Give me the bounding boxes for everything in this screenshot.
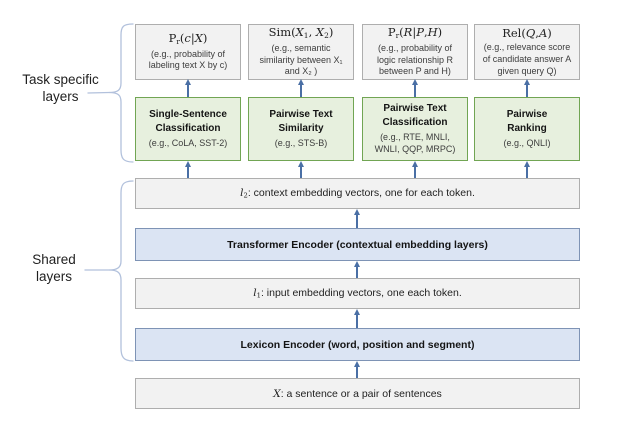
task-title: Pairwise Text Classification <box>382 103 448 129</box>
task-title: Pairwise Text Similarity <box>269 109 333 135</box>
output-desc: (e.g., semantic similarity between X₁ an… <box>259 42 343 77</box>
task-example: (e.g., CoLA, SST-2) <box>148 138 228 149</box>
arrow-up-icon <box>411 79 418 97</box>
task-box-pairwise-ranking: Pairwise Ranking (e.g., QNLI) <box>474 97 580 161</box>
formula-rel-q-a: Rel(Q,A) <box>502 25 552 40</box>
l1-input-embedding-box: l1: input embedding vectors, one each to… <box>135 278 580 309</box>
input-sentence-box: X: a sentence or a pair of sentences <box>135 378 580 409</box>
output-box-ranking: Rel(Q,A) (e.g., relevance score of candi… <box>474 24 580 80</box>
shared-layers-label: Shared layers <box>32 252 76 284</box>
arrow-up-icon <box>523 161 530 178</box>
output-desc: (e.g., relevance score of candidate answ… <box>482 42 572 76</box>
task-title: Pairwise Ranking <box>506 109 548 135</box>
arrow-up-icon <box>353 361 360 378</box>
transformer-encoder-box: Transformer Encoder (contextual embeddin… <box>135 228 580 261</box>
task-example: (e.g., RTE, MNLI, WNLI, QQP, MRPC) <box>374 132 456 154</box>
input-sentence-label: X: a sentence or a pair of sentences <box>273 387 442 400</box>
formula-pr-r-p-h: Pr(R|P,H) <box>387 25 443 40</box>
task-box-single-sentence-classification: Single-Sentence Classification (e.g., Co… <box>135 97 241 161</box>
output-box-similarity: Sim(X1, X2) (e.g., semantic similarity b… <box>248 24 354 80</box>
task-box-pairwise-text-similarity: Pairwise Text Similarity (e.g., STS-B) <box>248 97 354 161</box>
lexicon-encoder-label: Lexicon Encoder (word, position and segm… <box>240 338 475 351</box>
lexicon-encoder-box: Lexicon Encoder (word, position and segm… <box>135 328 580 361</box>
task-title: Single-Sentence Classification <box>149 109 227 135</box>
arrow-up-icon <box>353 309 360 328</box>
arrow-up-icon <box>411 161 418 178</box>
output-box-pairwise-classification: Pr(R|P,H) (e.g., probability of logic re… <box>362 24 468 80</box>
l2-label: l2: context embedding vectors, one for e… <box>240 187 475 200</box>
task-box-pairwise-text-classification: Pairwise Text Classification (e.g., RTE,… <box>362 97 468 161</box>
arrow-up-icon <box>353 209 360 228</box>
arrow-up-icon <box>297 79 304 97</box>
output-desc: (e.g., probability of labeling text X by… <box>148 48 228 71</box>
arrow-up-icon <box>184 79 191 97</box>
formula-pr-c-x: Pr(c|X) <box>168 30 208 46</box>
task-specific-layers-label: Task specific layers <box>22 72 99 104</box>
arrow-up-icon <box>297 161 304 178</box>
output-desc: (e.g., probability of logic relationship… <box>376 42 454 77</box>
arrow-up-icon <box>353 261 360 278</box>
shared-layers-brace <box>108 180 134 362</box>
arrow-up-icon <box>184 161 191 178</box>
formula-sim-x1-x2: Sim(X1, X2) <box>268 25 334 40</box>
arrow-up-icon <box>523 79 530 97</box>
transformer-encoder-label: Transformer Encoder (contextual embeddin… <box>227 238 488 251</box>
output-box-classification: Pr(c|X) (e.g., probability of labeling t… <box>135 24 241 80</box>
task-example: (e.g., STS-B) <box>274 138 328 149</box>
task-example: (e.g., QNLI) <box>503 138 551 149</box>
l2-context-embedding-box: l2: context embedding vectors, one for e… <box>135 178 580 209</box>
l1-label: l1: input embedding vectors, one each to… <box>253 287 462 300</box>
